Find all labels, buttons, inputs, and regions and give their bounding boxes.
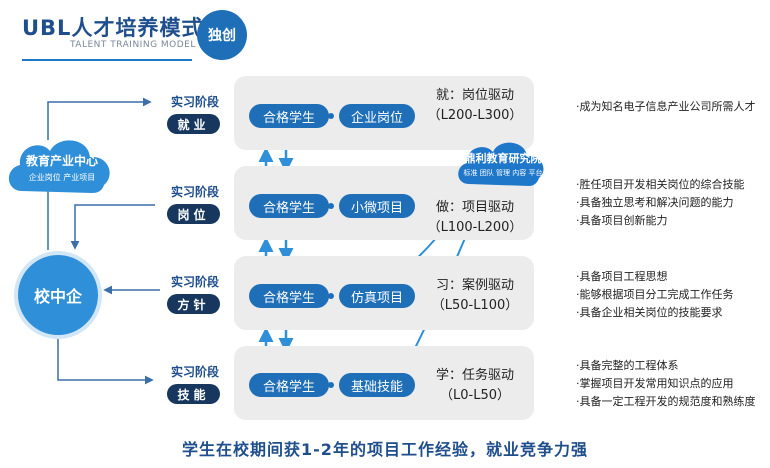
stage-2-tag: 岗位 bbox=[167, 204, 220, 224]
stage-1-drive: 就：岗位驱动 （L200-L300） bbox=[420, 86, 530, 126]
stage-2-bullet-2: ·具备独立思考和解决问题的能力 bbox=[576, 196, 734, 209]
stage-4-tag: 技能 bbox=[167, 384, 220, 404]
stage-3-tag: 方针 bbox=[167, 294, 220, 314]
stage-3-target-pill: 仿真项目 bbox=[339, 284, 415, 308]
original-badge: 独创 bbox=[197, 10, 247, 60]
industry-center-title: 教育产业中心 bbox=[25, 154, 98, 168]
connector-post-school bbox=[70, 204, 155, 250]
stage-2-bullet-1: ·胜任项目开发相关岗位的综合技能 bbox=[576, 178, 745, 191]
stage-2-target-pill: 小微项目 bbox=[339, 194, 415, 218]
stage-3-internship-label: 实习阶段 bbox=[170, 275, 219, 289]
industry-center-subtitle: 企业岗位 产业项目 bbox=[28, 173, 96, 182]
stage-1-bullet-1: ·成为知名电子信息产业公司所需人才 bbox=[576, 100, 756, 113]
stage-4-target-pill: 基础技能 bbox=[339, 373, 415, 397]
stage-2-bullet-3: ·具备项目创新能力 bbox=[576, 214, 668, 227]
stage-4-bullet-2: ·掌握项目开发常用知识点的应用 bbox=[576, 377, 734, 390]
stage-1-drive-text: 就：岗位驱动 bbox=[435, 88, 514, 103]
stage-3-drive-text: 习：案例驱动 bbox=[435, 278, 514, 293]
stage-3-drive-range: （L50-L100） bbox=[431, 298, 519, 313]
stage-4-bullets: ·具备完整的工程体系 ·掌握项目开发常用知识点的应用 ·具备一定工程开发的规范度… bbox=[576, 357, 756, 411]
institute-title: 鼎利教育研究院 bbox=[464, 152, 542, 165]
stage-2-drive-text: 做：项目驱动 bbox=[435, 200, 514, 215]
stage-4-drive: 学：任务驱动 （L0-L50） bbox=[420, 366, 530, 406]
title-underline bbox=[22, 59, 192, 61]
stage-2-dot bbox=[328, 203, 334, 209]
stage-2-internship-label: 实习阶段 bbox=[170, 185, 219, 199]
stage-1-dot bbox=[328, 113, 334, 119]
stage-4-bullet-1: ·具备完整的工程体系 bbox=[576, 359, 679, 372]
stage-4-drive-range: （L0-L50） bbox=[440, 388, 510, 403]
industry-center-cloud-icon bbox=[8, 140, 110, 193]
stage-2-drive: 做：项目驱动 （L100-L200） bbox=[420, 198, 530, 238]
stage-4-drive-text: 学：任务驱动 bbox=[435, 368, 514, 383]
stage-4-bullet-3: ·具备一定工程开发的规范度和熟练度 bbox=[576, 395, 756, 408]
footer-slogan: 学生在校期间获1-2年的项目工作经验，就业竞争力强 bbox=[182, 440, 588, 459]
stage-2-bullets: ·胜任项目开发相关岗位的综合技能 ·具备独立思考和解决问题的能力 ·具备项目创新… bbox=[576, 176, 745, 230]
institute-subtitle: 标准 团队 管理 内容 平台 bbox=[463, 169, 543, 177]
stage-2-drive-range: （L100-L200） bbox=[427, 220, 523, 235]
stage-1-tag: 就业 bbox=[167, 114, 220, 134]
stage-3-bullets: ·具备项目工程思想 ·能够根据项目分工完成工作任务 ·具备企业相关岗位的技能要求 bbox=[576, 268, 734, 322]
stage-1-qualified-pill: 合格学生 bbox=[249, 104, 329, 128]
stage-3-dot bbox=[328, 293, 334, 299]
stage-1-drive-range: （L200-L300） bbox=[427, 108, 523, 123]
stage-3-bullet-2: ·能够根据项目分工完成工作任务 bbox=[576, 288, 734, 301]
stage-4-qualified-pill: 合格学生 bbox=[249, 373, 329, 397]
page-title: UBL人才培养模式 bbox=[22, 16, 204, 40]
stage-1-target-pill: 企业岗位 bbox=[339, 104, 415, 128]
institute-cloud-icon bbox=[458, 142, 544, 186]
connector-cloud-employment bbox=[47, 97, 152, 140]
stage-1-bullets: ·成为知名电子信息产业公司所需人才 bbox=[576, 98, 756, 116]
stage-3-bullet-3: ·具备企业相关岗位的技能要求 bbox=[576, 306, 723, 319]
stage-3-qualified-pill: 合格学生 bbox=[249, 284, 329, 308]
school-enterprise-node: 校中企 bbox=[18, 255, 98, 335]
stage-1-internship-label: 实习阶段 bbox=[170, 95, 219, 109]
stage-3-drive: 习：案例驱动 （L50-L100） bbox=[420, 276, 530, 316]
connector-school-skill bbox=[57, 338, 154, 385]
stage-3-bullet-1: ·具备项目工程思想 bbox=[576, 270, 668, 283]
stage-4-internship-label: 实习阶段 bbox=[170, 365, 219, 379]
stage-4-dot bbox=[328, 382, 334, 388]
page-subtitle: TALENT TRAINING MODEL bbox=[70, 40, 196, 50]
stage-2-qualified-pill: 合格学生 bbox=[249, 194, 329, 218]
